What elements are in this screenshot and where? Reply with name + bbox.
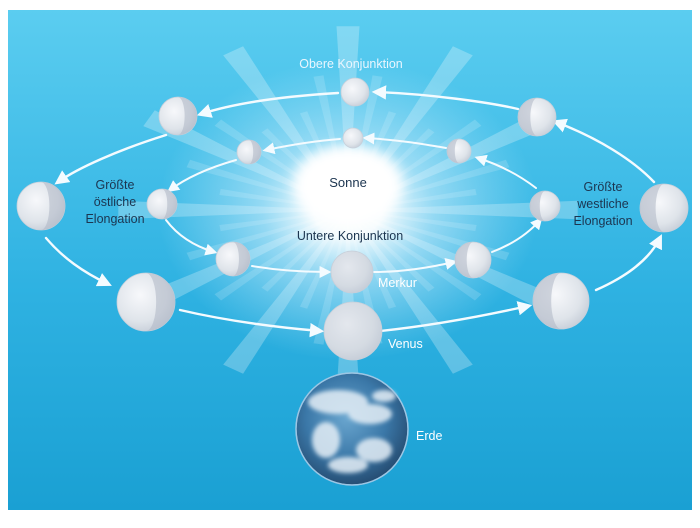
earth-globe	[296, 373, 408, 485]
label-erde: Erde	[416, 429, 442, 444]
planet-phase-icon	[324, 302, 382, 360]
planet-phase-icon	[518, 98, 556, 136]
planet-phase-icon	[216, 242, 250, 276]
label-oestlich-line-2: östliche	[70, 194, 160, 211]
label-venus: Venus	[388, 337, 423, 352]
planet-phase-icon	[237, 140, 261, 164]
venus-mercury-phases-diagram: Obere Konjunktion Sonne Untere Konjunkti…	[8, 10, 692, 510]
label-sonne: Sonne	[308, 175, 388, 190]
planet-phase-icon	[533, 273, 589, 329]
planet-shadow	[324, 302, 382, 360]
label-groesste-westliche-elongation: Größte westliche Elongation	[558, 179, 648, 230]
planet-phase-icon	[455, 242, 491, 278]
planet-shadow	[331, 251, 373, 293]
label-merkur: Merkur	[378, 276, 417, 291]
planet-phase-icon	[530, 191, 560, 221]
planet-phase-icon	[117, 273, 175, 331]
planet-phase-icon	[341, 78, 369, 106]
planet-phase-icon	[159, 97, 197, 135]
planet-phase-icon	[17, 182, 65, 230]
planet-disc	[341, 78, 369, 106]
label-groesste-oestliche-elongation: Größte östliche Elongation	[70, 177, 160, 228]
planet-phase-icon	[343, 128, 363, 148]
label-untere-konjunktion: Untere Konjunktion	[270, 229, 430, 244]
label-oestlich-line-3: Elongation	[70, 211, 160, 228]
label-westlich-line-1: Größte	[558, 179, 648, 196]
label-westlich-line-3: Elongation	[558, 213, 648, 230]
label-obere-konjunktion: Obere Konjunktion	[266, 57, 436, 72]
planet-phase-icon	[331, 251, 373, 293]
planet-disc	[343, 128, 363, 148]
diagram-canvas	[8, 10, 692, 510]
label-oestlich-line-1: Größte	[70, 177, 160, 194]
label-westlich-line-2: westliche	[558, 196, 648, 213]
planet-phase-icon	[447, 139, 471, 163]
